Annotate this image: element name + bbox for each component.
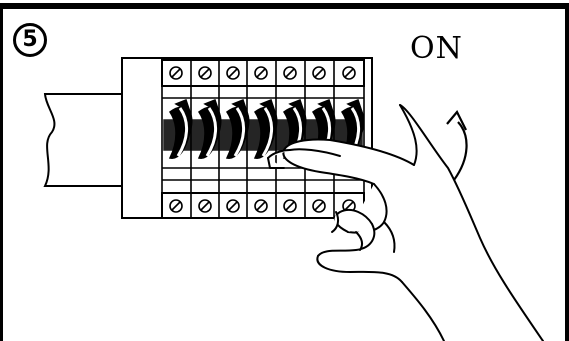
frame-border (0, 3, 569, 341)
on-label: ON (410, 31, 463, 66)
step-number-badge: 5 (13, 23, 47, 57)
bottom-screws (169, 199, 356, 213)
curved-up-arrow-icon (446, 110, 468, 181)
step-number: 5 (22, 27, 38, 52)
cable-icon (43, 93, 133, 187)
top-screws (169, 66, 356, 80)
hand-icon (267, 104, 544, 341)
